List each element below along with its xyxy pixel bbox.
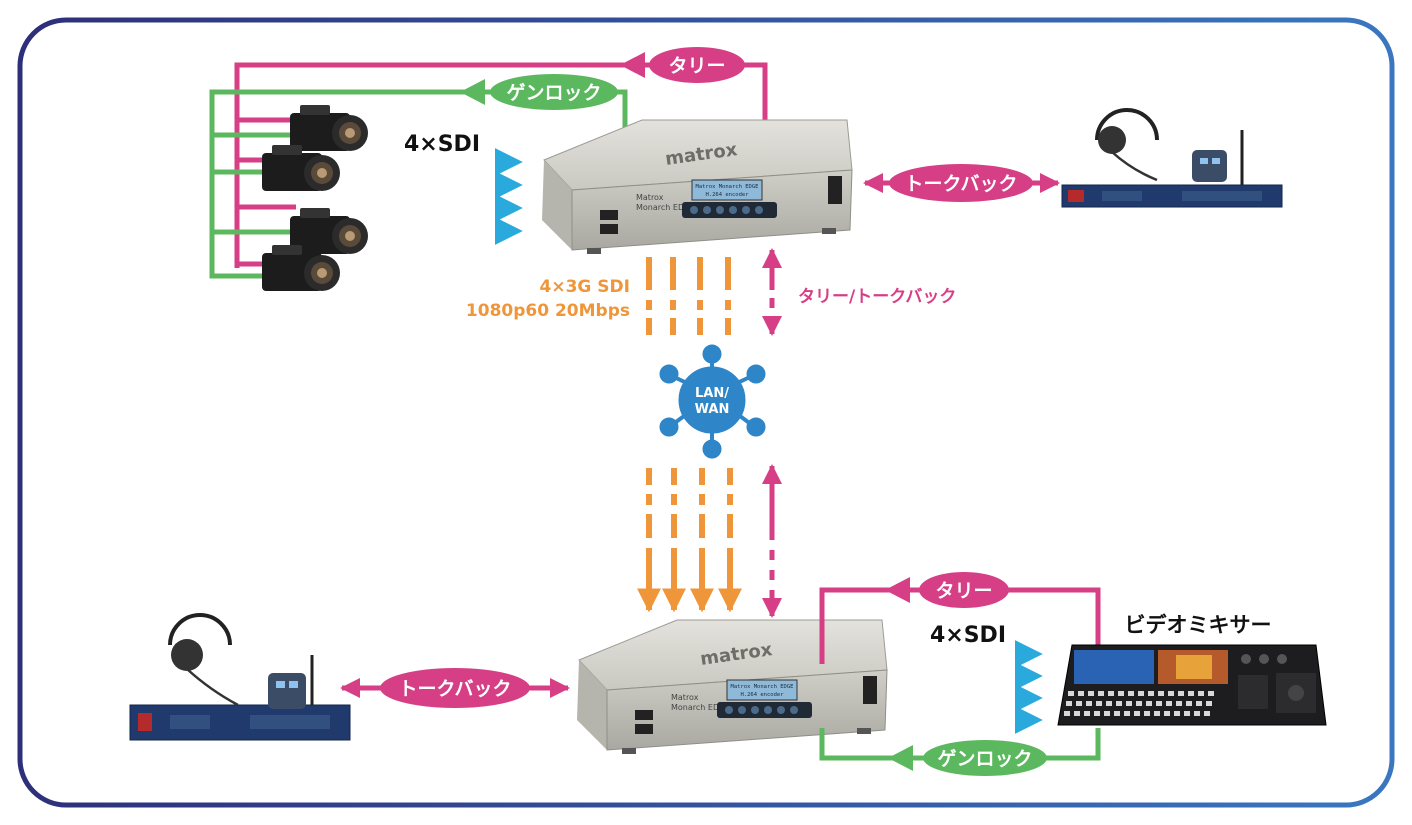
monarch-edge-decoder: matrox Matrox Monarch EDGE Matrox Monarc…	[577, 619, 888, 754]
lan-wan-label-line1: LAN/	[695, 386, 729, 401]
lan-wan-hub	[659, 344, 766, 459]
tally-top-badge: タリー	[649, 47, 745, 83]
genlock-top-badge: ゲンロック	[490, 74, 618, 110]
tally-bottom-arrow	[885, 577, 910, 603]
camera-icon	[262, 145, 340, 191]
device-model-line1: Matrox	[671, 693, 699, 702]
device-model-line2: Monarch EDGE	[636, 203, 695, 212]
video-mixer-label: ビデオミキサー	[1125, 613, 1272, 637]
genlock-top-arrow	[460, 79, 485, 105]
device-lcd-line2: H.264 encoder	[705, 192, 749, 198]
video-mixer-device	[1057, 644, 1327, 726]
genlock-top-label: ゲンロック	[506, 82, 601, 104]
talkback-bottom-badge: トークバック	[380, 668, 530, 708]
tally-bottom-badge: タリー	[919, 572, 1009, 608]
monarch-edge-encoder: matrox Matrox Monarch EDGE Matrox Monarc…	[542, 119, 853, 254]
talkback-bottom-label: トークバック	[398, 678, 511, 700]
sdi-top-label: 4×SDI	[404, 132, 480, 157]
tally-bottom-label: タリー	[935, 580, 992, 602]
genlock-bottom-arrow	[888, 745, 913, 771]
device-model-line1: Matrox	[636, 193, 664, 202]
camera-group	[262, 105, 368, 291]
device-lcd-line2: H.264 encoder	[740, 692, 784, 698]
diagram-border	[17, 17, 1395, 808]
genlock-top-loop	[209, 89, 628, 279]
camera-icon	[262, 245, 340, 291]
lan-wan-label-line2: WAN	[695, 402, 730, 417]
tally-top-label: タリー	[668, 55, 725, 77]
sdi3g-label-line2: 1080p60 20Mbps	[466, 301, 630, 321]
talkback-top-label: トークバック	[904, 173, 1017, 195]
intercom-station-top	[1061, 108, 1283, 208]
sdi3g-top-arrows	[646, 257, 731, 335]
device-lcd-line1: Matrox Monarch EDGE	[696, 184, 759, 190]
camera-icon	[290, 105, 368, 151]
sdi3g-bottom-arrows	[637, 468, 742, 613]
device-model-line2: Monarch EDGE	[671, 703, 730, 712]
talkback-top-badge: トークバック	[889, 164, 1033, 202]
tally-talkback-label: タリー/トークバック	[798, 287, 956, 307]
intercom-station-bottom	[129, 613, 351, 741]
camera-icon	[290, 208, 368, 254]
sdi-bottom-label: 4×SDI	[930, 623, 1006, 648]
device-lcd-line1: Matrox Monarch EDGE	[731, 684, 794, 690]
genlock-bottom-label: ゲンロック	[937, 748, 1032, 770]
sdi3g-label-line1: 4×3G SDI	[540, 277, 630, 297]
genlock-bottom-badge: ゲンロック	[923, 740, 1047, 776]
tally-top-arrow	[620, 52, 645, 78]
sdi-bottom-arrows	[898, 640, 1043, 734]
sdi-top-arrows	[378, 148, 523, 245]
